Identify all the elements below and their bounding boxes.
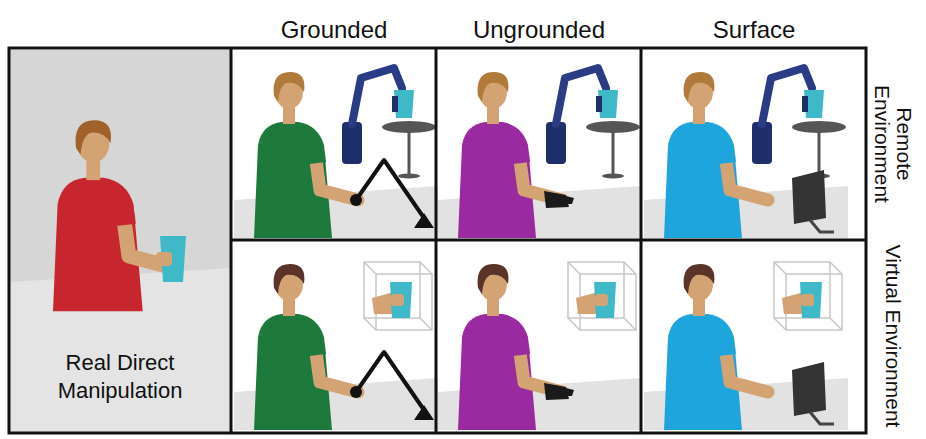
column-header: Grounded [281,16,388,44]
row-header: Remote Environment [871,51,915,237]
panel-caption-box: Real Direct Manipulation [10,50,230,432]
column-header: Surface [713,16,796,44]
row-header: Virtual Environment [882,243,904,429]
column-header: Ungrounded [473,16,605,44]
panel-caption: Real Direct Manipulation [30,349,210,406]
